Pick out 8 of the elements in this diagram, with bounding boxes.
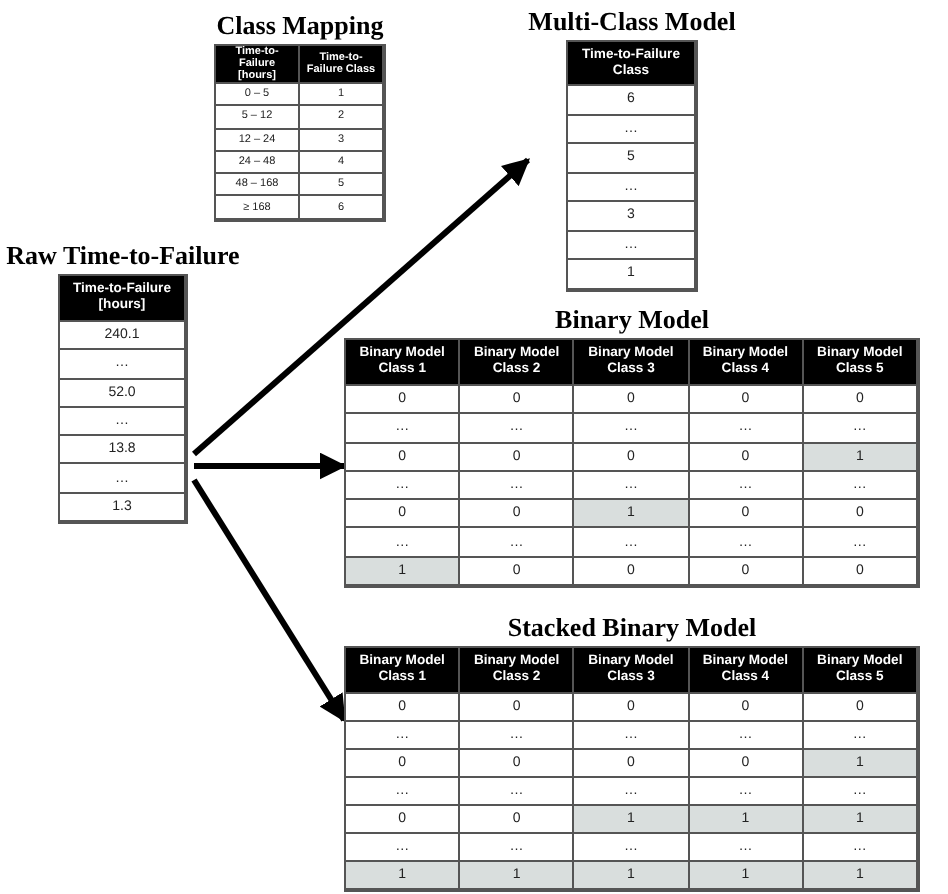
arrow — [192, 157, 531, 457]
table-title: Multi-Class Model — [528, 8, 736, 36]
arrow — [194, 452, 347, 480]
arrow — [191, 478, 347, 723]
table-title: Stacked Binary Model — [507, 614, 757, 642]
table-title: Class Mapping — [216, 12, 384, 40]
table-title: Raw Time-to-Failure — [6, 242, 240, 270]
table-title: Binary Model — [555, 306, 709, 334]
